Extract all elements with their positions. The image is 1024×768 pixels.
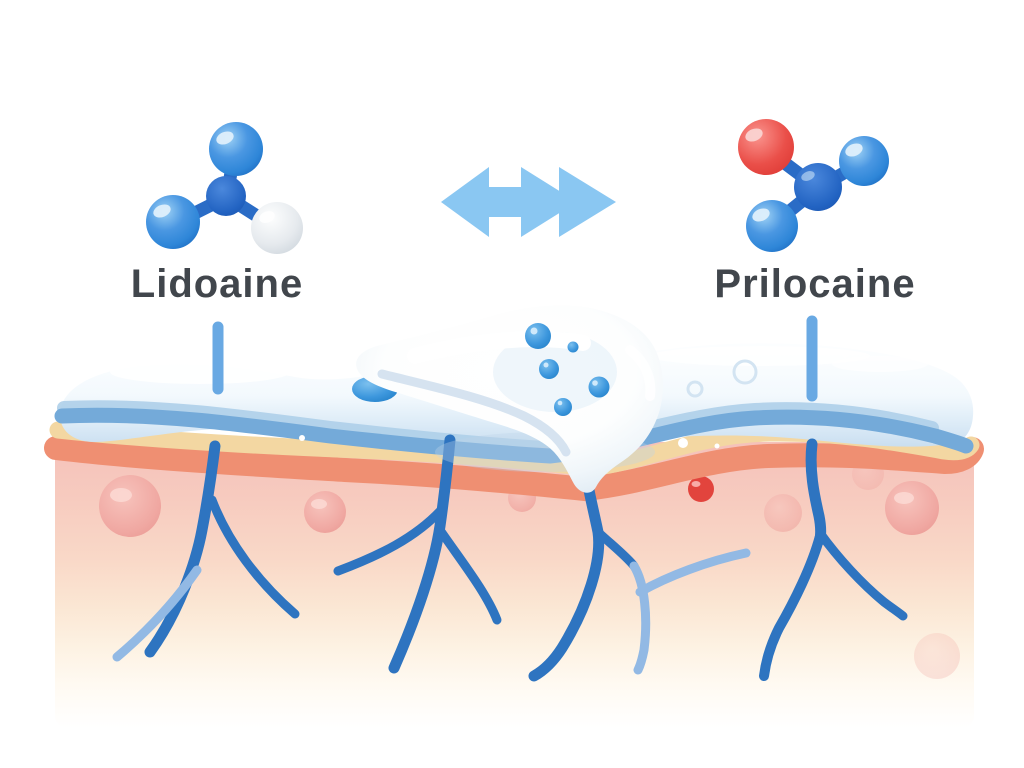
lidocaine-label: Lidoaine	[130, 262, 304, 306]
red-particle-highlight	[691, 481, 701, 487]
exchange-arrow-icon	[441, 167, 616, 237]
atom-dark-blue	[794, 163, 842, 211]
cream-bubble	[539, 359, 559, 379]
dollop-crease	[377, 369, 571, 457]
cream-bubble	[554, 398, 572, 416]
nerve-ending	[528, 456, 605, 682]
lidocaine-molecule-icon	[146, 122, 303, 254]
nerve-branch-light	[635, 548, 751, 597]
prilocaine-molecule-icon	[738, 119, 889, 252]
atom-blue	[209, 122, 263, 176]
cream-bubble	[588, 376, 610, 398]
nerve-branch-light	[629, 561, 651, 675]
cream-dollop	[352, 305, 664, 493]
dermis-cell	[914, 633, 960, 679]
atom-blue	[746, 200, 798, 252]
cream-film-shading	[57, 400, 939, 456]
nerve-ending	[144, 440, 221, 658]
cream-bubbles	[525, 323, 610, 416]
cream-film-rings	[686, 359, 758, 398]
atom-blue	[839, 136, 889, 186]
atom-red	[738, 119, 794, 175]
cell-highlight	[110, 488, 132, 502]
dermis-cell	[99, 475, 161, 537]
sparkle-dots	[299, 352, 848, 449]
dollop-highlight	[407, 331, 591, 364]
dermis-cell	[304, 491, 346, 533]
dermis-cell	[764, 494, 802, 532]
label-pointer-lines	[212, 315, 818, 402]
dermis-layer	[55, 442, 974, 728]
atom-highlights	[745, 128, 863, 222]
epidermis-salmon-layer	[44, 436, 984, 502]
atom-highlights	[153, 131, 275, 223]
nerve-branch	[207, 495, 300, 619]
nerve-endings	[144, 434, 908, 682]
nerve-endings-light	[112, 548, 751, 675]
nerve-branch	[759, 531, 825, 681]
prilocaine-label: Prilocaine	[714, 262, 916, 306]
skin-cross-section	[44, 343, 984, 728]
nerve-branch	[435, 525, 502, 625]
nerve-branch-light	[112, 565, 202, 662]
nerve-branch	[815, 528, 908, 621]
nerve-branch	[333, 503, 448, 576]
cell-highlight	[894, 492, 914, 504]
bubble-highlights	[530, 327, 598, 406]
dollop-highlight	[625, 345, 656, 401]
red-particle	[688, 476, 714, 502]
cream-bubble	[525, 323, 551, 349]
atom-white	[251, 202, 303, 254]
dermis-cell	[885, 481, 939, 535]
atom-dark-blue	[206, 176, 246, 216]
cell-highlight	[311, 499, 327, 509]
atom-blue	[146, 195, 200, 249]
cream-bubble	[567, 341, 579, 353]
